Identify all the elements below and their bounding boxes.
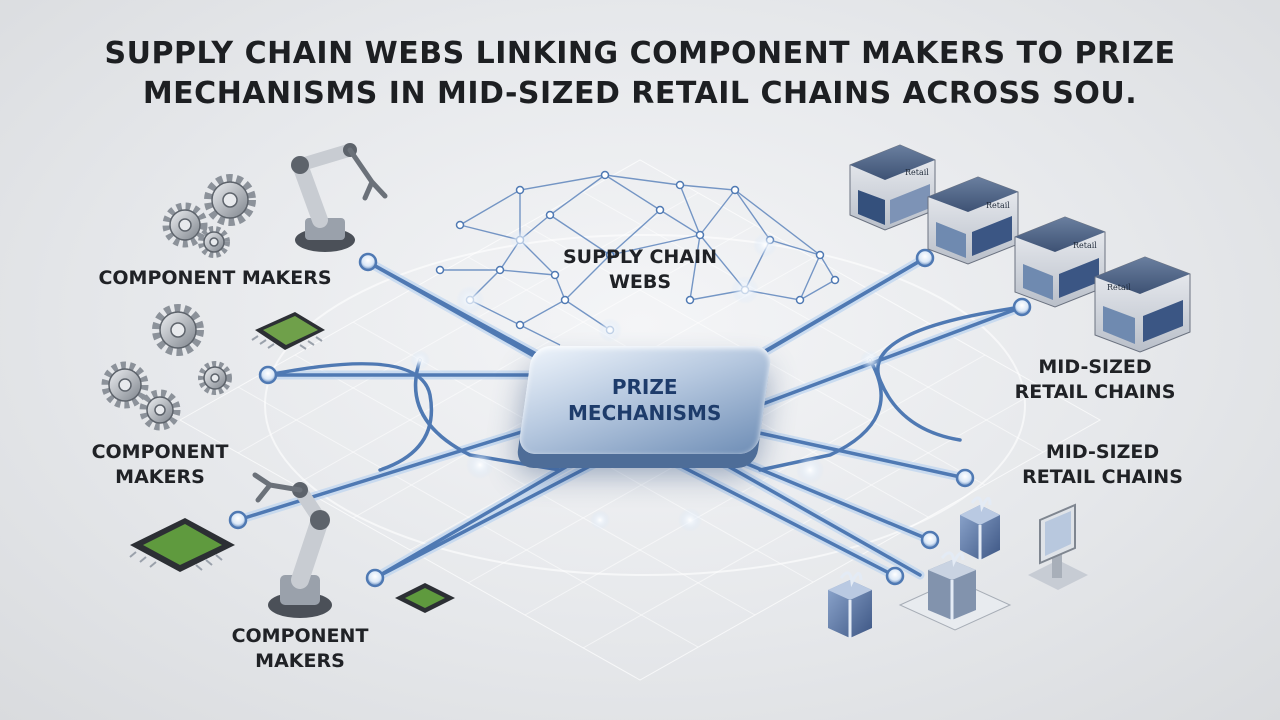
- retail-chains-label-2: MID-SIZED RETAIL CHAINS: [1005, 440, 1200, 490]
- web-nodes: [435, 170, 840, 335]
- microchip-icon: [251, 312, 325, 350]
- hub-ring: [264, 234, 1026, 576]
- store-sign: Retail: [986, 201, 1010, 210]
- hub-label-line-1: PRIZE: [612, 375, 678, 399]
- supply-chain-webs-label: SUPPLY CHAIN WEBS: [540, 245, 740, 295]
- microchip-icon: [395, 583, 455, 613]
- retail-line-1: MID-SIZED: [1038, 356, 1152, 378]
- gear-icon: [101, 304, 232, 431]
- retail-chains-label-1: MID-SIZED RETAIL CHAINS: [1000, 355, 1190, 405]
- gear-icon: [162, 174, 256, 258]
- retail-line-1: MID-SIZED: [1045, 441, 1160, 463]
- retail-line-2: RETAIL CHAINS: [1022, 466, 1183, 488]
- title-line-1: SUPPLY CHAIN WEBS LINKING COMPONENT MAKE…: [104, 36, 1176, 71]
- prize-mechanisms-hub: PRIZE MECHANISMS: [517, 346, 773, 454]
- gift-box-icon: [828, 571, 872, 638]
- sparkles: [410, 230, 880, 532]
- component-makers-line-2: MAKERS: [255, 650, 345, 672]
- component-makers-line-1: COMPONENT: [231, 625, 369, 647]
- web-label-line-1: SUPPLY CHAIN: [562, 246, 717, 268]
- kiosk-icon: [1028, 503, 1088, 590]
- component-makers-label-1: COMPONENT MAKERS: [80, 266, 350, 291]
- robot-arm-icon: [252, 472, 332, 618]
- prize-display: [898, 551, 1012, 631]
- component-makers-text: COMPONENT MAKERS: [98, 267, 332, 289]
- web-label-line-2: WEBS: [608, 271, 672, 293]
- store-sign: Retail: [905, 168, 929, 177]
- component-makers-line-1: COMPONENT: [91, 441, 229, 463]
- component-makers-line-2: MAKERS: [115, 466, 205, 488]
- robot-arm-icon: [291, 143, 388, 252]
- storefront-icon: Retail Retail Retail Retail: [849, 144, 1191, 353]
- component-makers-label-3: COMPONENT MAKERS: [200, 624, 400, 674]
- retail-line-2: RETAIL CHAINS: [1014, 381, 1176, 403]
- store-sign: Retail: [1107, 283, 1131, 292]
- store-sign: Retail: [1073, 241, 1097, 250]
- title-line-2: MECHANISMS IN MID-SIZED RETAIL CHAINS AC…: [142, 76, 1138, 111]
- component-makers-label-2: COMPONENT MAKERS: [60, 440, 260, 490]
- hub-label-line-2: MECHANISMS: [568, 401, 722, 425]
- endpoint-nodes: [228, 248, 1032, 588]
- page-title: SUPPLY CHAIN WEBS LINKING COMPONENT MAKE…: [0, 34, 1280, 114]
- microchip-icon: [129, 518, 235, 572]
- gift-box-icon: [960, 496, 1000, 560]
